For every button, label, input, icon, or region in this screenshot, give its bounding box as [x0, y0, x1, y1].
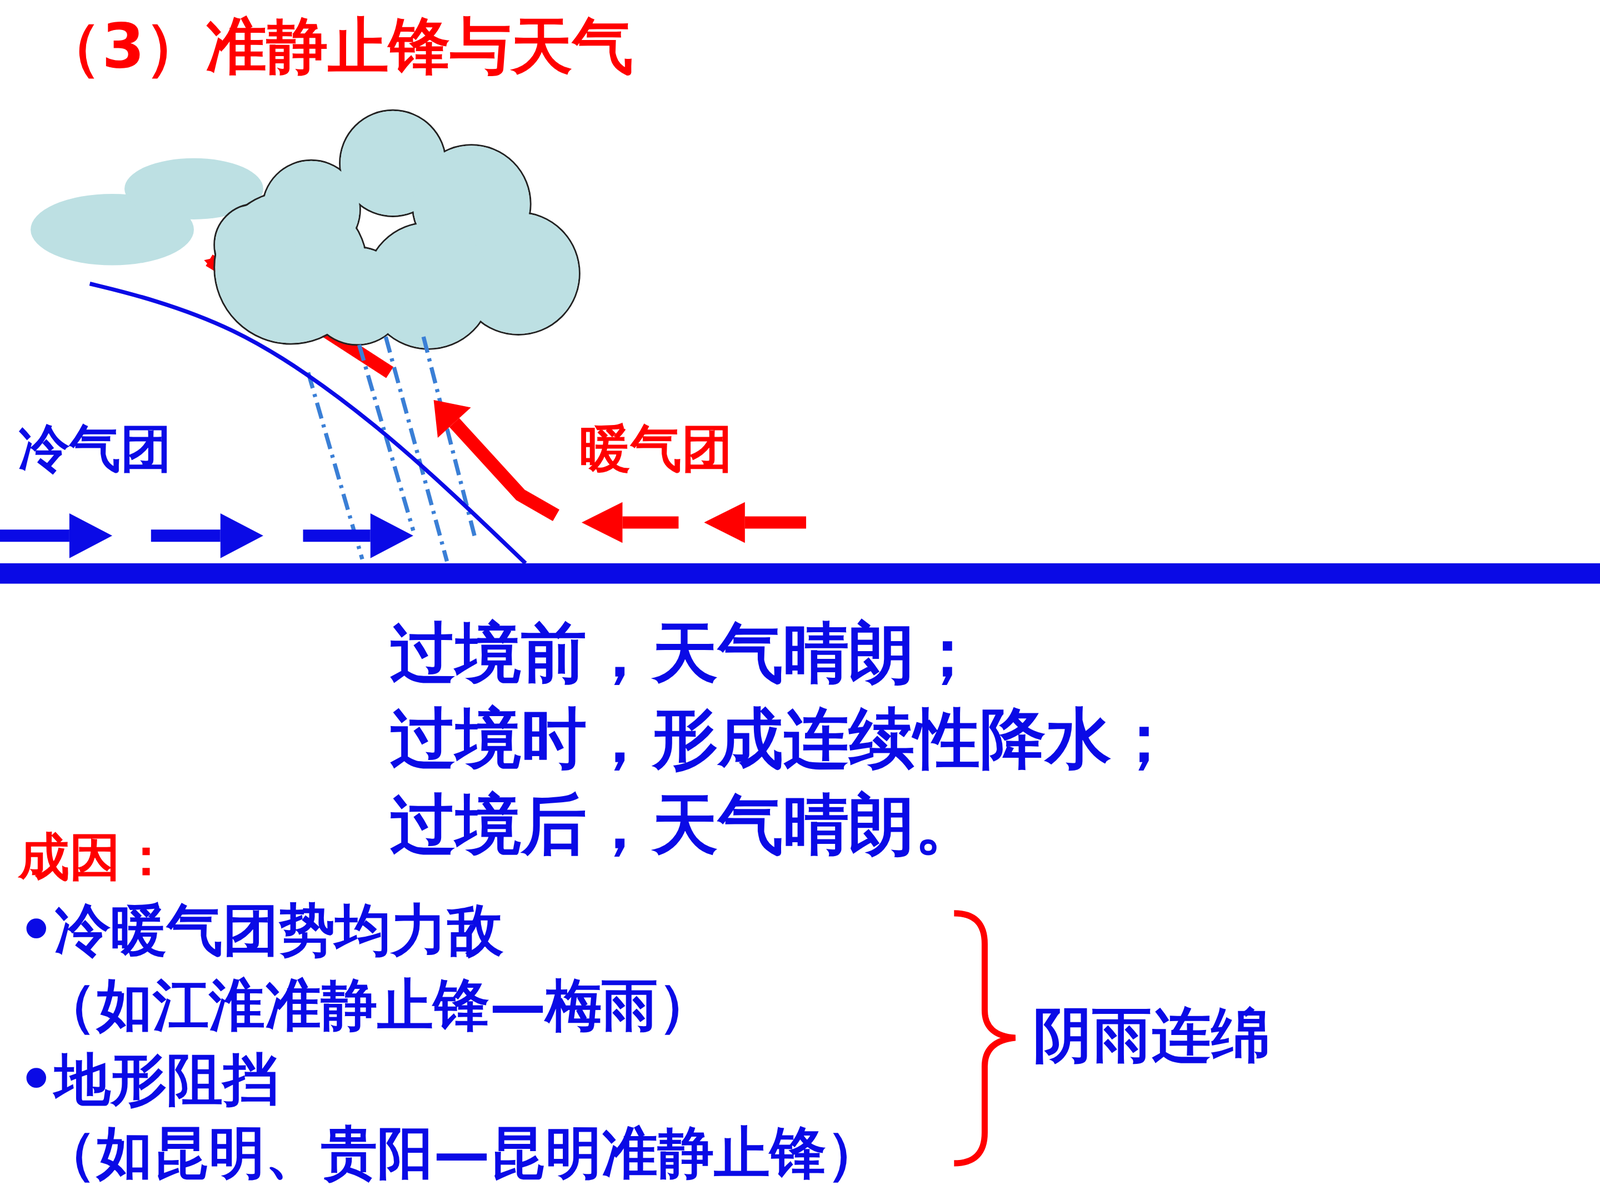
warm-air-arrow: [745, 516, 807, 529]
cold-air-arrow: [303, 529, 371, 542]
warm-air-lift-head: [433, 400, 472, 438]
cause-example: （如江淮准静止锋—梅雨）: [40, 971, 714, 1039]
air-mass-label: 冷气团: [18, 418, 172, 480]
weather-line: 过境后，天气晴朗。: [390, 785, 980, 864]
cold-air-arrow: [151, 529, 221, 542]
weather-line: 过境时，形成连续性降水；: [390, 699, 1177, 778]
warm-air-arrow-head: [703, 502, 745, 543]
title: （3）准静止锋与天气: [40, 9, 634, 83]
warm-air-arrow: [622, 516, 679, 529]
cause-item: •地形阻挡: [18, 1046, 279, 1114]
weather-line: 过境前，天气晴朗；: [390, 613, 980, 693]
cold-air-arrow: [0, 529, 70, 542]
rain-cloud: [214, 110, 580, 349]
warm-air-lift: [454, 422, 557, 516]
warm-air-arrow-head: [581, 502, 623, 543]
cause-heading: 成因：: [18, 826, 172, 888]
cold-air-arrow-head: [220, 513, 264, 559]
brace: [953, 913, 1015, 1164]
result-label: 阴雨连绵: [1032, 1000, 1271, 1072]
cause-example: （如昆明、贵阳—昆明准静止锋）: [40, 1119, 883, 1187]
air-mass-label: 暖气团: [579, 418, 733, 480]
cold-air-arrow-head: [69, 513, 113, 559]
cold-air-arrow-head: [370, 513, 414, 559]
cause-item: •冷暖气团势均力敌: [18, 896, 504, 964]
ground-line: [0, 563, 1600, 584]
